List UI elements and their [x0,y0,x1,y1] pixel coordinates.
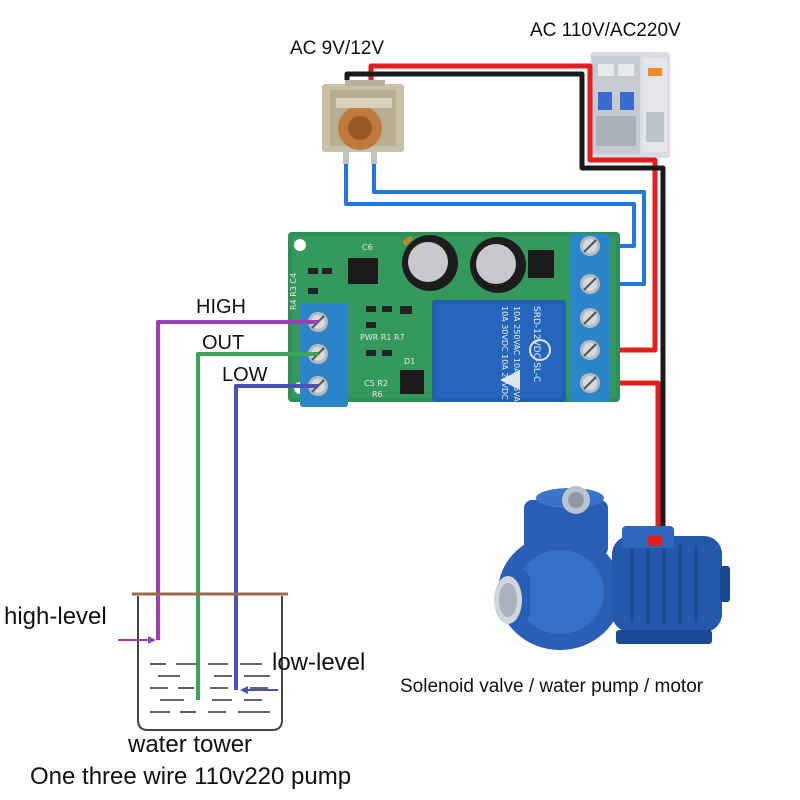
water-lines [150,663,270,713]
label-ac-low-voltage: AC 9V/12V [290,38,384,59]
label-high-level: high-level [4,603,107,630]
caption: One three wire 110v220 pump [30,763,351,790]
label-out: OUT [202,332,244,354]
relay-rating-dc: 10A 30VDC 10A 28VDC [500,306,509,400]
label-load: Solenoid valve / water pump / motor [400,676,704,697]
relay-model: SRD-12VDC-SL-C [531,306,541,382]
terminal-screw-nc [580,308,600,328]
label-ac-mains-voltage: AC 110V/AC220V [530,20,681,41]
water-tower [132,592,288,731]
silk-pwr-r1-r7: PWR R1 R7 [360,333,405,342]
silk-r4-r3-c4: R4 R3 C4 [289,273,298,310]
circuit-breaker [590,52,670,158]
high-level-arrow [118,636,156,644]
water-pump [494,486,730,650]
output-terminal-block [570,234,610,402]
wire-low [234,384,318,690]
label-low: LOW [222,364,268,386]
wire-high [156,320,318,640]
power-input-wiring [344,164,646,286]
terminal-screw-com [580,340,600,360]
transformer [322,80,404,164]
silk-c5-r2: C5 R2 [364,379,388,388]
label-low-level: low-level [272,649,365,676]
relay: SRD-12VDC-SL-C 10A 250VAC 10A 125VAC 10A… [432,300,566,408]
wire-out [196,352,318,700]
label-water-tower: water tower [127,731,252,758]
silk-r6: R6 [372,390,383,399]
low-level-arrow [240,686,278,694]
label-high: HIGH [196,296,246,318]
relay-rating-ac: 10A 250VAC 10A 125VAC [512,306,521,408]
silk-c6: C6 [362,243,373,252]
probe-wiring [156,320,318,700]
silk-d1: D1 [404,357,415,366]
terminal-screw-dc-minus [580,274,600,294]
terminal-screw-dc-plus [580,236,600,256]
terminal-screw-no [580,373,600,393]
